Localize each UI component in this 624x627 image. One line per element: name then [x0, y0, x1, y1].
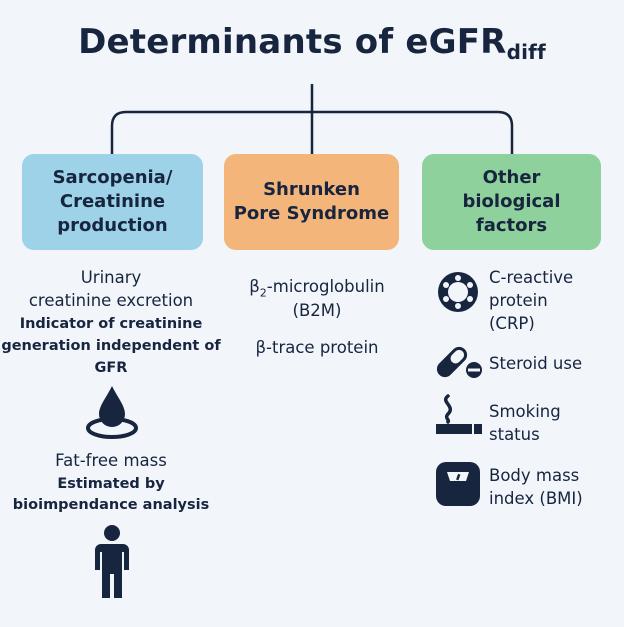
steroid-use-label: Steroid use	[489, 354, 583, 373]
diagram-title: Determinants of eGFRdiff	[78, 22, 546, 64]
urinary-creatinine-title: Urinary creatinine excretion	[28, 268, 194, 310]
scale-icon	[436, 462, 480, 506]
pill-icon	[436, 346, 482, 378]
smoking-status-label: Smoking status	[489, 402, 561, 444]
cigarette-icon	[436, 394, 482, 434]
box-sarcopenia: Sarcopenia/ Creatinine production	[22, 154, 203, 250]
crp-molecule-icon	[438, 272, 478, 312]
fat-free-mass-desc: Estimated by bioimpendance analysis	[12, 476, 210, 513]
b2m-abbreviation: (B2M)	[292, 301, 342, 320]
crp-label: C-reactive protein (CRP)	[489, 268, 574, 333]
droplet-icon	[86, 386, 138, 439]
fat-free-mass-title: Fat-free mass	[55, 451, 167, 470]
box-shrunken-pore: Shrunken Pore Syndrome	[224, 154, 399, 250]
b2m-label: β2-microglobulin	[249, 277, 385, 300]
beta-trace-protein-label: β-trace protein	[255, 338, 379, 357]
bmi-label: Body mass index (BMI)	[489, 466, 583, 508]
urinary-creatinine-desc: Indicator of creatinine generation indep…	[1, 316, 221, 376]
box-other-factors: Other biological factors	[422, 154, 601, 250]
person-icon	[95, 525, 129, 598]
